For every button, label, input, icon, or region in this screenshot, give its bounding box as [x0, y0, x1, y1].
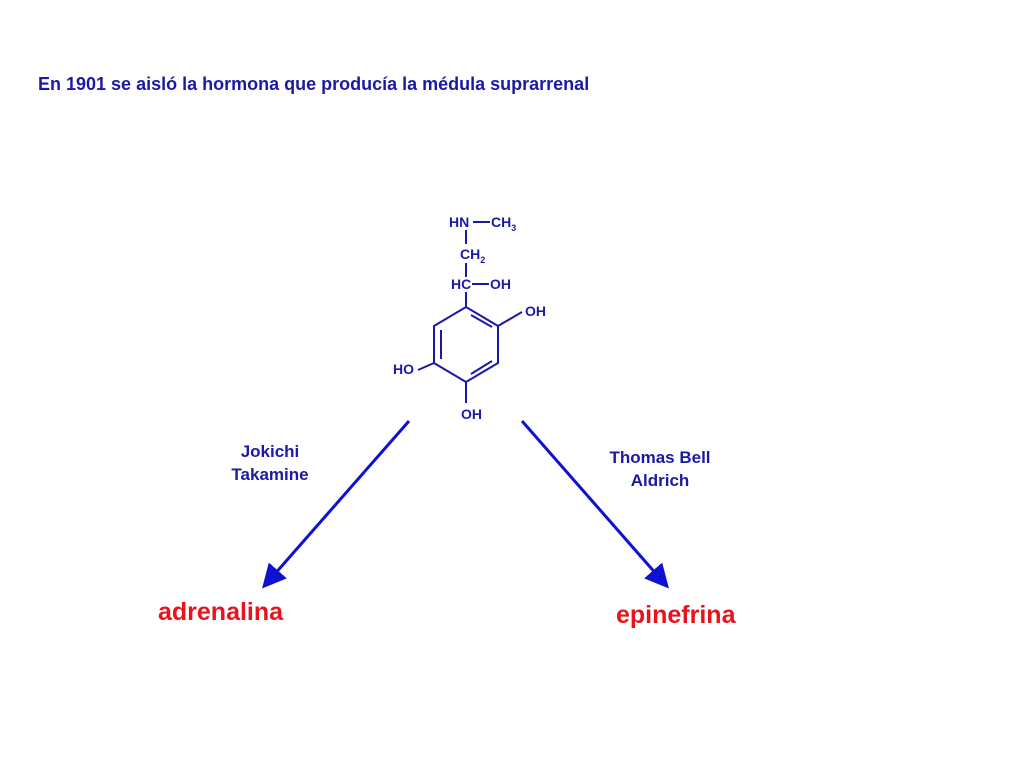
methylene-group-label: CH2 [460, 246, 485, 265]
carbinol-hydroxyl-label: OH [490, 276, 511, 292]
bond-ring-hydroxyl-right [497, 311, 523, 327]
ring-hydroxyl-right-label: OH [525, 303, 546, 319]
discoverer-left-line-2: Takamine [231, 465, 309, 484]
molecule-structure: HN CH3 CH2 HC OH OH HO OH [393, 214, 546, 422]
carbinol-group-label: HC [451, 276, 471, 292]
slide-heading: En 1901 se aisló la hormona que producía… [38, 74, 590, 94]
discoverer-left-line-1: Jokichi [240, 442, 300, 461]
ring-hydroxyl-left-label: HO [393, 361, 414, 377]
benzene-ring [433, 305, 499, 384]
result-epinefrina: epinefrina [616, 601, 736, 629]
ring-hydroxyl-bottom-label: OH [461, 406, 482, 422]
methyl-group-label: CH3 [491, 214, 516, 233]
ring-double-bond-right [470, 314, 493, 328]
amine-group-label: HN [449, 214, 469, 230]
discoverer-right: Thomas Bell Aldrich [594, 446, 726, 492]
bond-ring-hydroxyl-left [417, 362, 435, 371]
arrow-to-adrenalina [262, 420, 411, 589]
ring-double-bond-bottom [470, 360, 493, 375]
result-adrenalina: adrenalina [158, 598, 284, 626]
discoverer-right-line-1: Thomas Bell [609, 448, 711, 467]
discoverer-right-line-2: Aldrich [630, 471, 690, 490]
discoverer-left: Jokichi Takamine [218, 440, 322, 486]
arrow-to-epinefrina [520, 420, 669, 589]
